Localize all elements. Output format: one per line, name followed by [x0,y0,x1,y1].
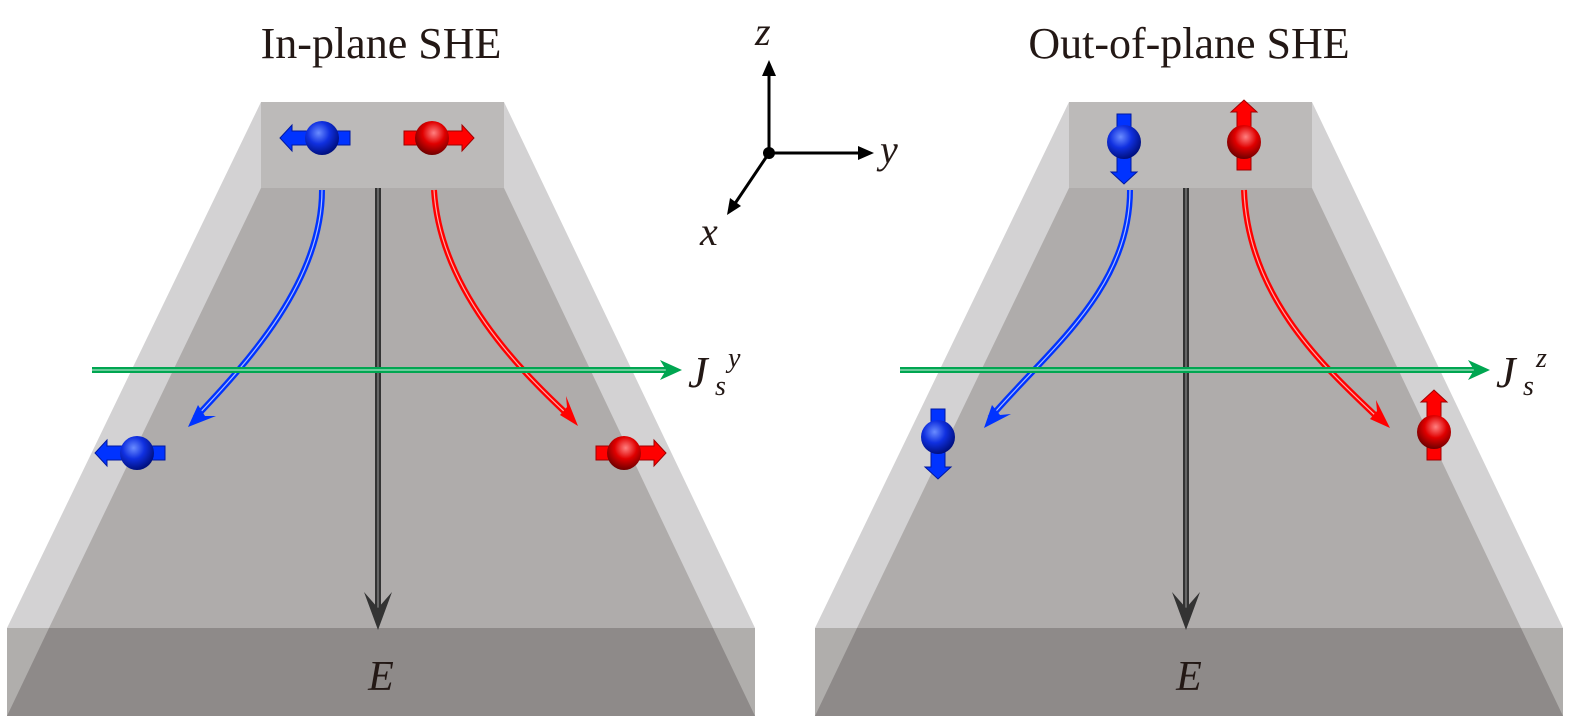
electron-sphere-icon [607,436,641,470]
electric-field-arrow [364,188,392,630]
spin-down-electron-deflected [94,436,166,470]
spin-current-arrow [900,360,1490,380]
svg-text:s: s [715,371,726,402]
spin-down-electron-deflected [921,408,955,480]
arrowhead-icon [560,396,578,426]
arrowhead-icon [1370,400,1390,428]
spin-down-trajectory [984,189,1133,428]
spin-up-electron-top [1227,99,1261,171]
arrowhead-icon [984,405,1011,428]
spin-down-electron-top [279,121,351,155]
electron-sphere-icon [120,436,154,470]
electric-field-arrow [1172,188,1200,630]
spin-up-electron-deflected [1417,389,1451,461]
panel-title: Out-of-plane SHE [1028,19,1349,68]
arrowhead-icon [1468,360,1490,380]
spin-up-electron-top [403,121,475,155]
arrowhead-icon [660,360,682,380]
electron-sphere-icon [305,121,339,155]
field-label: E [367,654,394,700]
coordinate-axes: z y x [699,9,898,254]
electron-sphere-icon [1417,415,1451,449]
x-label: x [699,209,718,254]
spin-down-electron-top [1107,113,1141,185]
electron-sphere-icon [1227,125,1261,159]
spin-up-trajectory [1241,189,1390,428]
spin-up-trajectory [431,189,578,426]
x-arrowhead-icon [727,198,741,215]
electron-sphere-icon [921,420,955,454]
spin-current-arrow [92,360,682,380]
spin-down-trajectory [188,189,325,427]
x-axis [732,152,771,206]
svg-text:y: y [725,343,741,374]
z-arrowhead-icon [762,60,776,76]
arrowhead-icon [364,592,392,630]
slab-top-face [1069,102,1312,188]
svg-text:J: J [1496,348,1518,397]
arrowhead-icon [1172,592,1200,630]
svg-text:J: J [688,348,710,397]
panel-title: In-plane SHE [261,19,502,68]
spin-up-electron-deflected [595,436,667,470]
y-label: y [876,127,898,172]
field-label: E [1175,654,1202,700]
svg-text:s: s [1523,371,1534,402]
svg-text:z: z [1535,343,1547,374]
electron-sphere-icon [415,121,449,155]
electron-sphere-icon [1107,125,1141,159]
z-label: z [754,9,771,54]
y-arrowhead-icon [858,146,874,160]
arrowhead-icon [188,405,216,427]
